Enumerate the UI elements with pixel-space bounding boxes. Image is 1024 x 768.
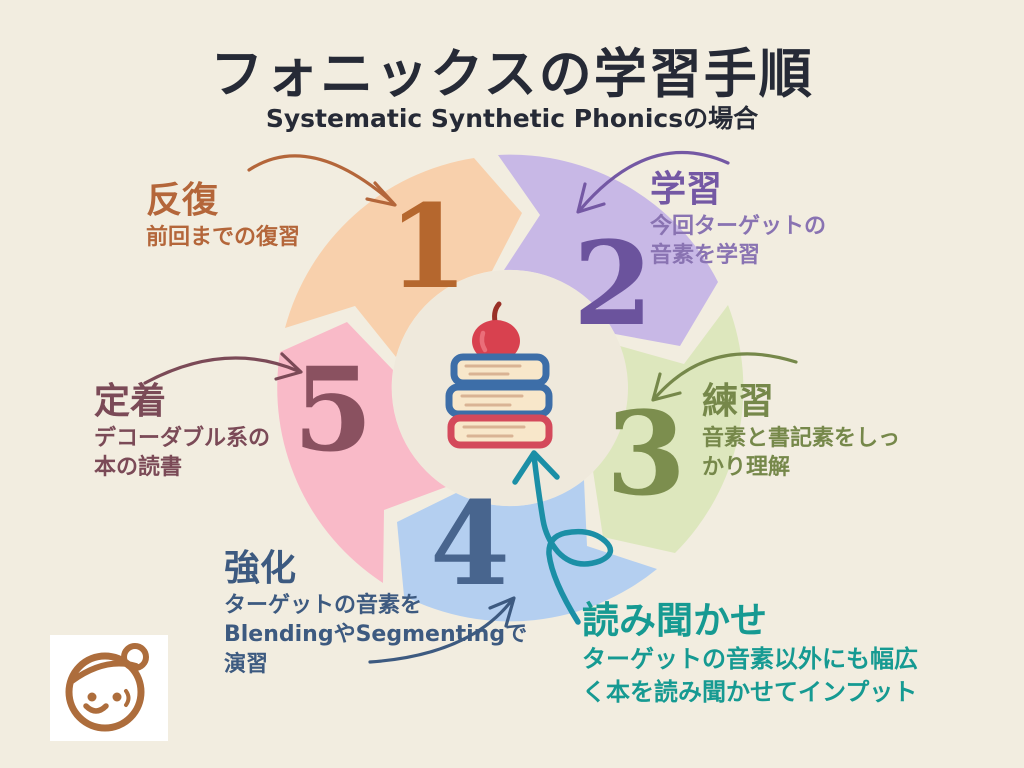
step-desc: 前回までの復習 [146, 225, 301, 250]
step-desc: ターゲットの音素以外にも幅広 く本を読み聞かせてインプット [582, 645, 918, 706]
page-subtitle: Systematic Synthetic Phonicsの場合 [265, 104, 759, 133]
step-label-read-aloud: 読み聞かせ ターゲットの音素以外にも幅広 く本を読み聞かせてインプット [582, 602, 972, 708]
arrow-to-step-5 [143, 352, 303, 385]
step-number-3: 3 [606, 387, 686, 522]
wheel-segments [277, 154, 744, 622]
segment-step-1 [285, 158, 522, 357]
step-number-5: 5 [293, 343, 373, 478]
arrow-to-step-3 [651, 352, 798, 402]
step-label-learning: 学習 今回ターゲットの 音素を学習 [650, 172, 950, 271]
page-title: フォニックスの学習手順 [210, 44, 814, 105]
step-label-consolidation: 定着 デコーダブル系の 本の読書 [94, 384, 364, 483]
smiling-face-with-bun-icon [65, 643, 149, 732]
step-label-practice: 練習 音素と書記素をしっ かり理解 [702, 384, 972, 483]
step-title: 読み聞かせ [582, 599, 767, 642]
segment-step-2 [498, 154, 718, 346]
books-with-apple-icon [445, 301, 553, 449]
step-number-1: 1 [388, 180, 468, 315]
step-desc: デコーダブル系の 本の読書 [94, 426, 271, 481]
segment-step-4 [397, 480, 657, 622]
arrow-to-step-1 [247, 154, 397, 207]
step-title: 強化 [224, 548, 297, 589]
step-label-reinforcement: 強化 ターゲットの音素を BlendingやSegmentingで 演習 [224, 551, 544, 679]
arrow-read-aloud-to-center [512, 450, 614, 625]
step-number-2: 2 [573, 217, 653, 352]
step-desc: 今回ターゲットの 音素を学習 [650, 214, 827, 269]
step-desc: ターゲットの音素を BlendingやSegmentingで 演習 [224, 593, 528, 677]
step-title: 学習 [650, 169, 723, 210]
step-title: 定着 [94, 381, 167, 422]
segment-step-5 [277, 322, 446, 583]
step-number-4: 4 [430, 477, 510, 612]
arrow-to-step-2 [576, 150, 730, 214]
brand-logo [50, 635, 168, 741]
step-desc: 音素と書記素をしっ かり理解 [702, 426, 901, 481]
arrow-to-step-4 [368, 596, 516, 664]
step-label-repetition: 反復 前回までの復習 [146, 183, 466, 252]
segment-step-3 [593, 305, 744, 553]
step-title: 反復 [146, 180, 219, 221]
step-title: 練習 [702, 381, 775, 422]
